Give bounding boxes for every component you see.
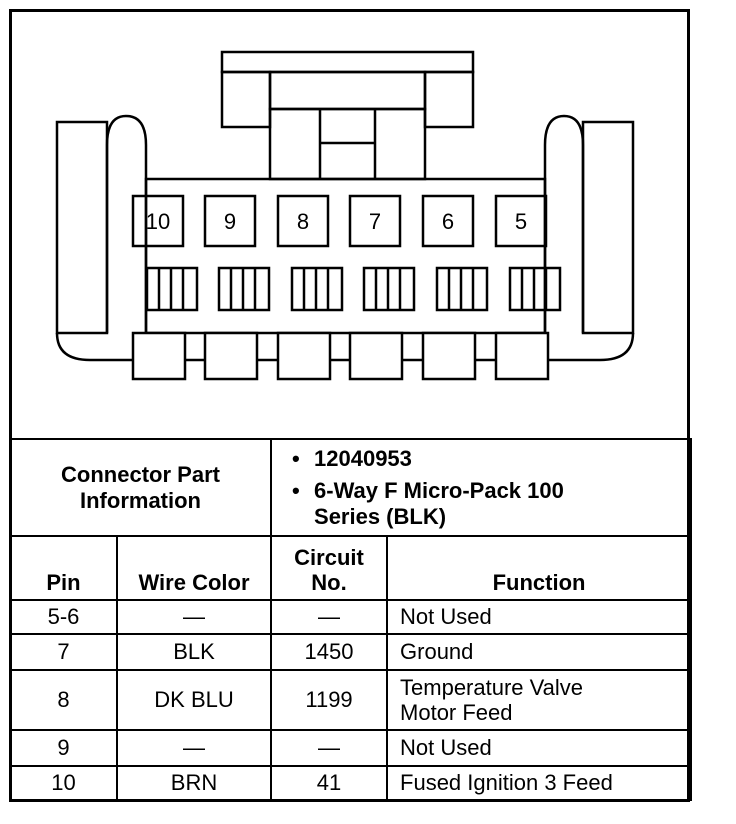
outer-frame — [9, 9, 690, 802]
cell-circuit: — — [270, 599, 389, 635]
header-pin: Pin — [9, 535, 118, 601]
table-row: 5-6 — — Not Used — [9, 599, 693, 635]
cell-circuit: 1199 — [270, 669, 389, 731]
cell-pin: 8 — [9, 669, 118, 731]
pin-box — [203, 194, 257, 248]
cell-circuit: — — [270, 729, 389, 767]
connector-table: Connector Part Information •12040953 •6-… — [8, 438, 693, 801]
header-circuit: Circuit No. — [270, 535, 389, 601]
cell-function: Ground — [386, 633, 693, 671]
connector-drawing: 10 9 8 7 6 5 — [55, 50, 635, 381]
cell-wire-color: — — [115, 599, 273, 635]
latch-left-post — [220, 70, 272, 129]
pin-label: 9 — [224, 209, 236, 234]
cell-circuit: 1450 — [270, 633, 389, 671]
bottom-tab — [494, 331, 550, 381]
pin-box — [348, 194, 402, 248]
cell-pin: 5-6 — [9, 599, 118, 635]
connector-part-info: •12040953 •6-Way F Micro-Pack 100 Series… — [270, 438, 693, 537]
table-row: 8 DK BLU 1199 Temperature Valve Motor Fe… — [9, 669, 693, 731]
cell-pin: 10 — [9, 765, 118, 801]
pin-box — [276, 194, 330, 248]
cell-function: Fused Ignition 3 Feed — [386, 765, 693, 801]
bottom-tab — [348, 331, 404, 381]
header-wire-color: Wire Color — [115, 535, 273, 601]
cell-wire-color: BLK — [115, 633, 273, 671]
table-row: 9 — — Not Used — [9, 729, 693, 767]
part-number: •12040953 — [292, 445, 412, 471]
cell-wire-color: DK BLU — [115, 669, 273, 731]
cell-wire-color: BRN — [115, 765, 273, 801]
bottom-tab — [421, 331, 477, 381]
latch-upper-block — [268, 70, 427, 111]
bottom-tab — [131, 331, 187, 381]
pin-box — [131, 194, 185, 248]
cell-wire-color: — — [115, 729, 273, 767]
pin-label: 7 — [369, 209, 381, 234]
pin-box — [494, 194, 548, 248]
connector-diagram: 10 9 8 7 6 5 — [55, 50, 635, 381]
pin-label: 5 — [515, 209, 527, 234]
pin-label: 6 — [442, 209, 454, 234]
cell-function: Not Used — [386, 729, 693, 767]
cell-circuit: 41 — [270, 765, 389, 801]
cell-function: Not Used — [386, 599, 693, 635]
cell-function: Temperature Valve Motor Feed — [386, 669, 693, 731]
bottom-tab — [203, 331, 259, 381]
latch-right-post — [423, 70, 475, 129]
table-row: 10 BRN 41 Fused Ignition 3 Feed — [9, 765, 693, 801]
cell-pin: 9 — [9, 729, 118, 767]
bottom-tab — [276, 331, 332, 381]
pin-label: 10 — [146, 209, 170, 234]
pin-label: 8 — [297, 209, 309, 234]
connector-part-info-label: Connector Part Information — [8, 438, 273, 537]
table-row: 7 BLK 1450 Ground — [9, 633, 693, 671]
header-function: Function — [386, 535, 693, 601]
cell-pin: 7 — [9, 633, 118, 671]
part-description: •6-Way F Micro-Pack 100 Series (BLK) — [292, 477, 564, 529]
pin-box — [421, 194, 475, 248]
latch-top-bar — [220, 50, 475, 74]
